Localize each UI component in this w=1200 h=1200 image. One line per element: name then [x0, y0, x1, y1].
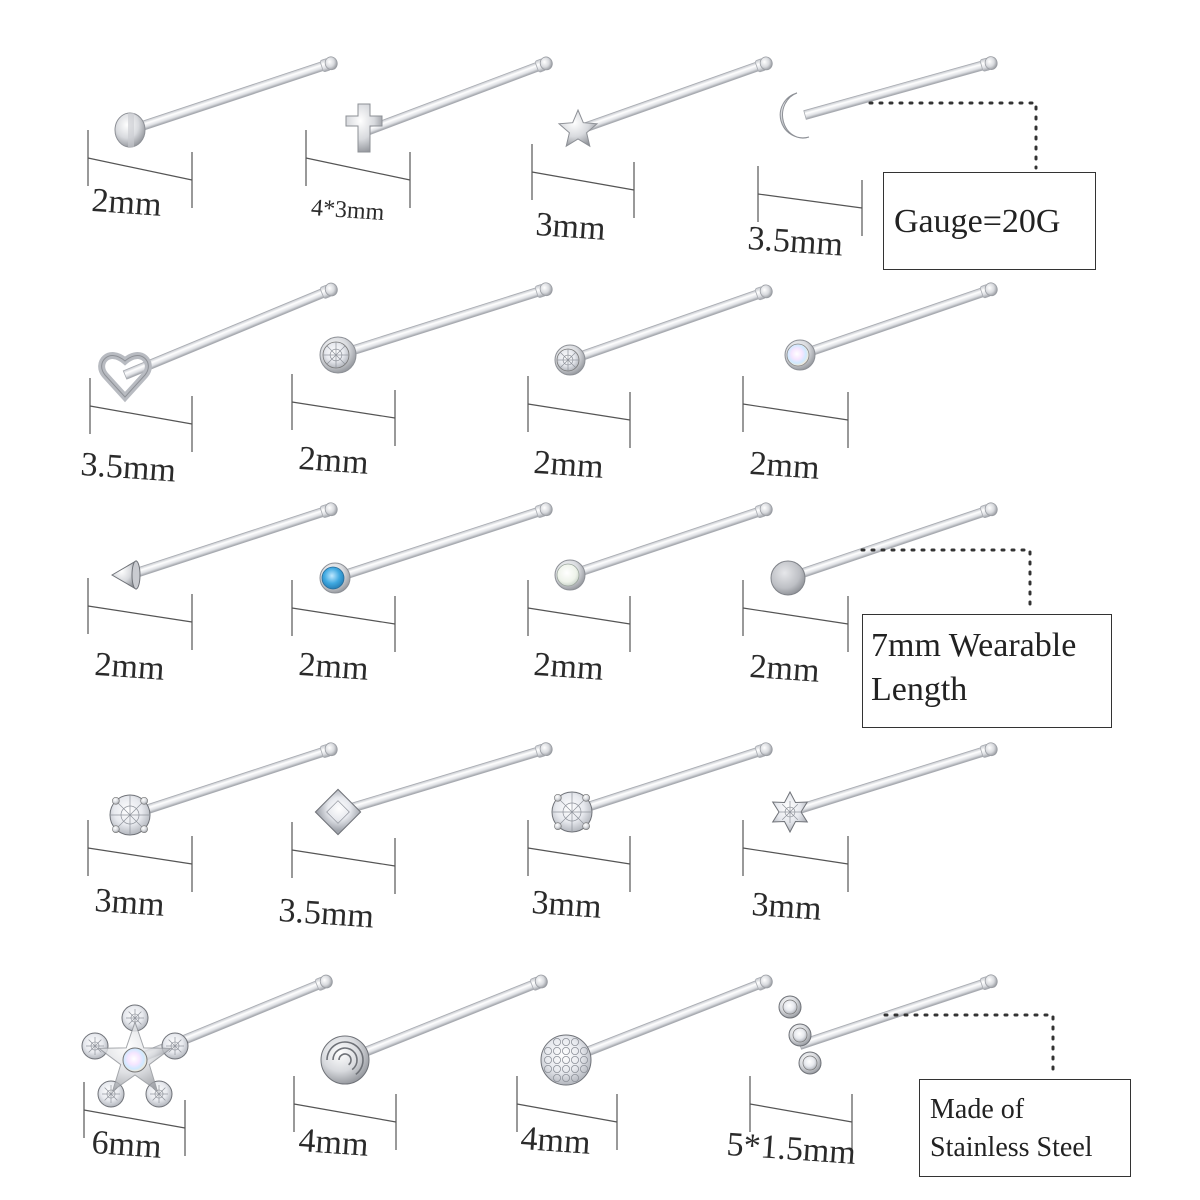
- pin-bar: [570, 742, 773, 817]
- measure-line: [83, 1082, 186, 1156]
- size-label: 2mm: [748, 648, 821, 690]
- wearable-length-line2: Length: [871, 671, 968, 708]
- pin-bar: [333, 502, 553, 583]
- pin-head-spike-cone: [111, 560, 141, 590]
- pin-head-ab-opal: [784, 339, 816, 371]
- size-label: 3mm: [530, 884, 603, 926]
- pin-bar: [803, 56, 998, 120]
- pin-bar: [128, 56, 338, 135]
- pin-head-star-cz-prong: [771, 790, 809, 834]
- pin-bar: [568, 502, 773, 580]
- measure-line: [89, 378, 193, 452]
- measure-line: [757, 166, 863, 236]
- pin-bar: [568, 284, 773, 365]
- material-leader: [883, 1013, 1055, 1077]
- pin-head-pave-ball: [540, 1034, 592, 1086]
- measure-line: [527, 580, 631, 652]
- measure-line: [749, 1076, 853, 1150]
- pin-head-square-cz-prong: [314, 788, 362, 836]
- callout-dotted-lines: [860, 101, 1055, 1077]
- size-label: 3.5mm: [79, 446, 178, 490]
- size-label: 2mm: [93, 646, 166, 688]
- pin-head-white-opal: [554, 559, 586, 591]
- measure-line: [87, 578, 193, 650]
- pin-head-star: [557, 108, 599, 148]
- size-label: 3.5mm: [277, 892, 376, 936]
- pin-bar: [361, 56, 553, 137]
- size-label: 3.5mm: [746, 220, 845, 264]
- measure-line: [742, 820, 849, 892]
- size-label: 2mm: [748, 445, 821, 487]
- measure-line: [742, 580, 849, 652]
- pin-bar: [798, 974, 998, 1050]
- pin-head-frosted-ball: [770, 560, 806, 596]
- measure-line: [291, 580, 396, 652]
- pin-head-flower-cz: [81, 1004, 189, 1108]
- pin-head-rose: [320, 1035, 370, 1085]
- material-callout: Made of Stainless Steel: [919, 1079, 1131, 1177]
- pin-head-heart-outline: [98, 352, 152, 403]
- measure-line: [291, 374, 396, 446]
- pin-bar: [122, 282, 338, 380]
- nose-pins: [81, 56, 998, 1108]
- pin-head-triple-crystal: [778, 995, 822, 1075]
- pin-bar: [788, 742, 998, 817]
- pin-bar: [575, 56, 773, 135]
- pin-bar: [786, 502, 998, 583]
- length-leader: [860, 548, 1032, 612]
- pin-head-round-cz-prong: [109, 794, 151, 836]
- measure-line: [516, 1076, 618, 1150]
- pin-head-blue-opal: [319, 562, 351, 594]
- size-label: 3mm: [750, 886, 823, 928]
- pin-head-round-cz-prong-2: [551, 791, 593, 833]
- pin-head-moon: [779, 92, 810, 139]
- measure-line: [742, 376, 849, 448]
- wearable-length-callout: 7mm Wearable Length: [862, 614, 1112, 728]
- wearable-length-line1: 7mm Wearable: [871, 627, 1077, 664]
- pin-bar: [128, 502, 338, 580]
- measure-line: [87, 130, 193, 208]
- size-label: 4*3mm: [310, 195, 386, 227]
- gauge-text: Gauge=20G: [894, 203, 1061, 240]
- size-label: 4mm: [297, 1122, 370, 1164]
- pin-head-flat-disc: [114, 112, 146, 148]
- measure-line: [531, 144, 635, 218]
- size-label: 2mm: [90, 182, 163, 224]
- measure-line: [527, 376, 631, 448]
- pin-bar: [336, 742, 553, 817]
- pin-head-cross: [345, 103, 383, 153]
- measure-line: [291, 822, 396, 894]
- size-label: 6mm: [90, 1124, 163, 1166]
- size-label: 4mm: [519, 1120, 592, 1162]
- pin-head-clear-crystal-small: [554, 344, 586, 376]
- measure-line: [293, 1076, 397, 1150]
- measure-lines: [83, 130, 863, 1156]
- pin-bar: [336, 282, 553, 360]
- size-label: 2mm: [297, 440, 370, 482]
- pin-bar: [563, 974, 773, 1065]
- size-label: 2mm: [297, 646, 370, 688]
- material-line1: Made of: [930, 1094, 1025, 1125]
- size-label: 3mm: [93, 882, 166, 924]
- size-label: 2mm: [532, 646, 605, 688]
- measure-line: [305, 130, 411, 208]
- measure-line: [87, 820, 193, 892]
- pin-bar: [798, 282, 998, 360]
- size-label: 2mm: [532, 444, 605, 486]
- measure-line: [527, 820, 631, 892]
- pin-head-clear-crystal-bezel: [319, 336, 357, 374]
- size-label: 3mm: [534, 206, 607, 248]
- pin-bar: [128, 742, 338, 820]
- pin-bar: [342, 974, 548, 1065]
- gauge-leader: [868, 101, 1038, 170]
- material-line2: Stainless Steel: [930, 1132, 1093, 1163]
- gauge-callout: Gauge=20G: [883, 172, 1096, 270]
